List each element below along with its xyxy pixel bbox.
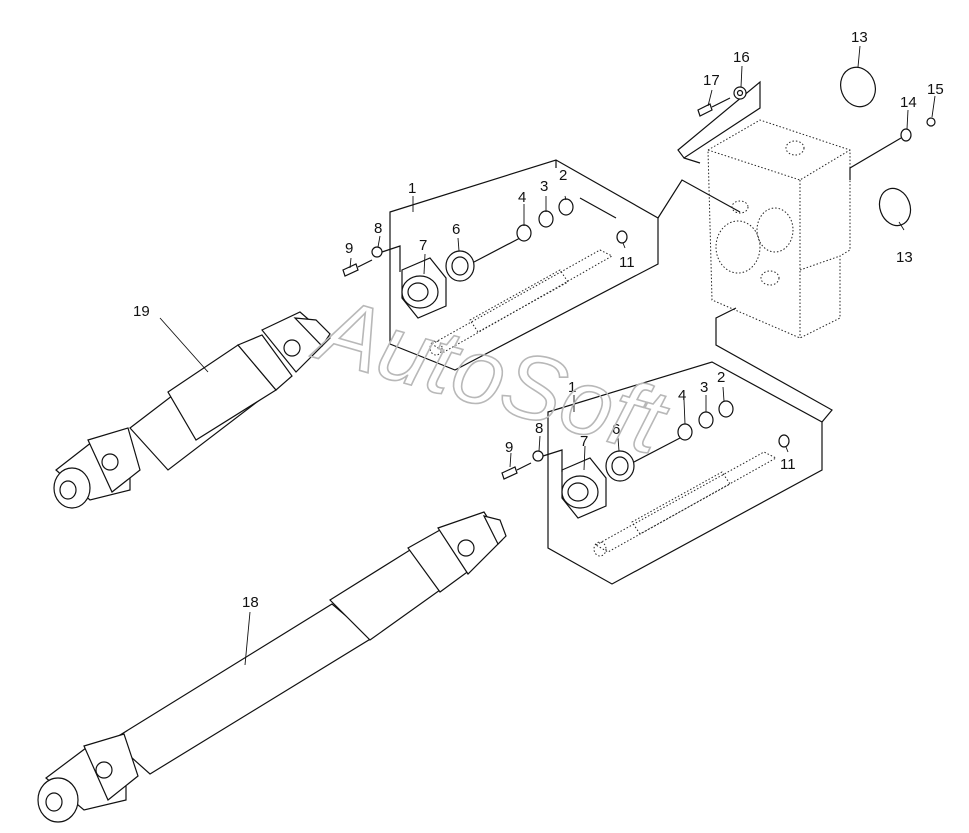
washer-14 bbox=[849, 128, 912, 180]
lower-assembly-frame bbox=[547, 307, 833, 585]
upper-flange-7 bbox=[401, 257, 447, 319]
callout-4-upper: 4 bbox=[518, 189, 526, 206]
callout-3-upper: 3 bbox=[540, 178, 548, 195]
lower-flange-7 bbox=[561, 457, 607, 519]
upper-assembly-frame bbox=[389, 159, 741, 371]
callout-11-lower: 11 bbox=[780, 456, 796, 473]
lower-washer-8 bbox=[532, 449, 563, 472]
callout-1-upper: 1 bbox=[408, 180, 416, 197]
bolt-17 bbox=[697, 97, 731, 117]
callout-7-lower: 7 bbox=[580, 433, 588, 450]
lower-seal-6 bbox=[605, 437, 681, 482]
bushing-16 bbox=[733, 86, 747, 100]
lower-oring-4 bbox=[677, 423, 693, 441]
upper-oring-4 bbox=[516, 224, 532, 242]
drive-shaft-18 bbox=[37, 511, 507, 823]
callout-13-side: 13 bbox=[896, 249, 913, 266]
callout-6-lower: 6 bbox=[612, 421, 620, 438]
callout-18: 18 bbox=[242, 594, 259, 611]
mounting-plate bbox=[677, 80, 761, 164]
upper-washer-8 bbox=[371, 245, 401, 272]
callout-6-upper: 6 bbox=[452, 221, 460, 238]
callout-1-lower: 1 bbox=[568, 379, 576, 396]
callouts: 1 2 3 4 6 7 8 9 11 1 2 3 4 6 7 8 9 11 13… bbox=[133, 29, 944, 611]
lower-oring-2 bbox=[718, 400, 734, 418]
callout-16: 16 bbox=[733, 49, 750, 66]
seal-ring-13-side bbox=[878, 187, 912, 227]
upper-bolt-9 bbox=[342, 259, 373, 277]
gearbox-housing bbox=[707, 119, 851, 339]
callout-9-lower: 9 bbox=[505, 439, 513, 456]
seal-ring-13-top bbox=[840, 66, 876, 108]
leader-lines bbox=[159, 45, 936, 666]
drive-shaft-19 bbox=[53, 311, 331, 509]
upper-oring-11 bbox=[616, 230, 628, 244]
callout-19: 19 bbox=[133, 303, 150, 320]
callout-3-lower: 3 bbox=[700, 379, 708, 396]
callout-14: 14 bbox=[900, 94, 917, 111]
upper-seal-6 bbox=[445, 237, 521, 282]
callout-9-upper: 9 bbox=[345, 240, 353, 257]
watermark: AutoSoft bbox=[303, 277, 678, 475]
callout-4-lower: 4 bbox=[678, 387, 686, 404]
callout-13-top: 13 bbox=[851, 29, 868, 46]
callout-8-lower: 8 bbox=[535, 420, 543, 437]
upper-shaft bbox=[429, 249, 614, 356]
callout-2-lower: 2 bbox=[717, 369, 725, 386]
nut-15 bbox=[926, 117, 936, 127]
lower-oring-3 bbox=[698, 411, 714, 429]
callout-17: 17 bbox=[703, 72, 720, 89]
callout-7-upper: 7 bbox=[419, 237, 427, 254]
upper-oring-2 bbox=[558, 198, 574, 216]
callout-11-upper: 11 bbox=[619, 254, 635, 271]
lower-shaft bbox=[593, 451, 778, 557]
callout-15: 15 bbox=[927, 81, 944, 98]
callout-2-upper: 2 bbox=[559, 167, 567, 184]
lower-bolt-9 bbox=[501, 462, 532, 480]
callout-8-upper: 8 bbox=[374, 220, 382, 237]
lower-oring-11 bbox=[778, 434, 790, 448]
upper-oring-3 bbox=[538, 210, 554, 228]
